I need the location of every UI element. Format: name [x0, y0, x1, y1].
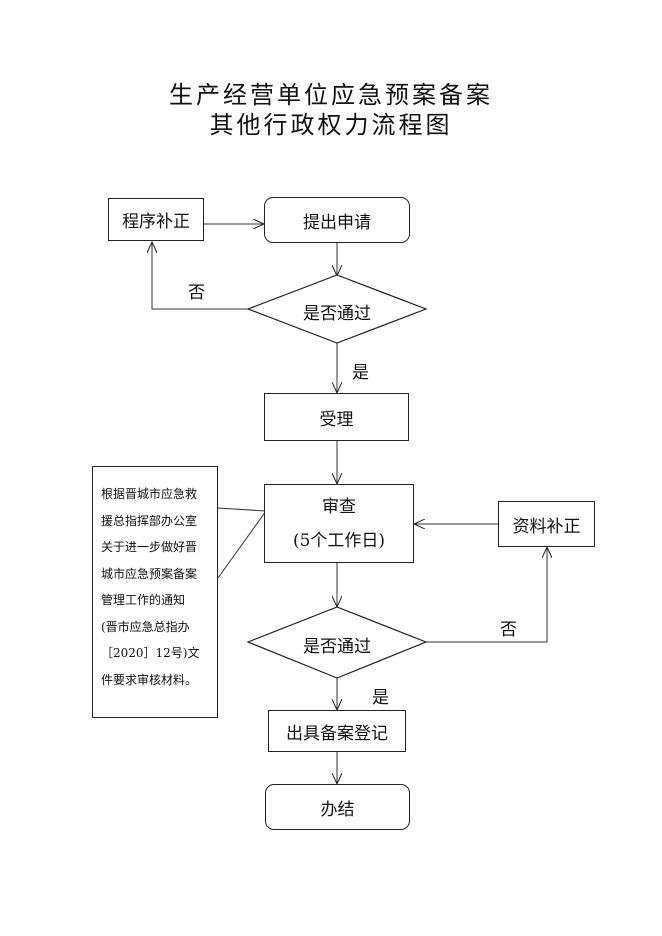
note-line: (晋市应急总指办 [101, 619, 190, 634]
note-line: 件要求审核材料。 [101, 672, 198, 687]
node-accept: 受理 [264, 393, 409, 441]
arrow-check2-no [425, 547, 547, 643]
node-issue-registration: 出具备案登记 [268, 710, 406, 752]
note-callout-line [217, 507, 267, 579]
node-done: 办结 [265, 784, 410, 830]
title-line-2: 其他行政权力流程图 [209, 111, 453, 139]
node-review: 审查 (5个工作日) [264, 484, 414, 563]
title-line-1: 生产经营单位应急预案备案 [169, 81, 493, 109]
edge-label-yes-2: 是 [372, 688, 389, 708]
node-apply: 提出申请 [264, 197, 410, 243]
note-box: 根据晋城市应急救 援总指挥部办公室 关于进一步做好晋 城市应急预案备案 管理工作… [92, 466, 218, 718]
note-line: ［2020］12号)文 [101, 646, 200, 660]
decision-diamond-2 [246, 606, 428, 679]
arrow-check1-no [152, 242, 248, 310]
node-supplement-procedure: 程序补正 [108, 198, 204, 241]
note-line: 关于进一步做好晋 [101, 540, 198, 554]
note-line: 根据晋城市应急救 [101, 487, 198, 501]
note-line: 管理工作的通知 [101, 593, 186, 607]
edge-label-no-1: 否 [188, 283, 205, 303]
edge-label-no-2: 否 [500, 620, 517, 640]
review-label: 审查 [322, 496, 356, 517]
decision-1-text: 是否通过 [303, 304, 371, 324]
note-line: 援总指挥部办公室 [101, 513, 198, 528]
decision-diamond-1 [246, 274, 428, 344]
edge-label-yes-1: 是 [352, 363, 369, 383]
node-supplement-materials: 资料补正 [498, 501, 595, 547]
note-line: 城市应急预案备案 [101, 566, 198, 581]
decision-2-text: 是否通过 [303, 637, 371, 657]
review-days: (5个工作日) [292, 530, 386, 551]
